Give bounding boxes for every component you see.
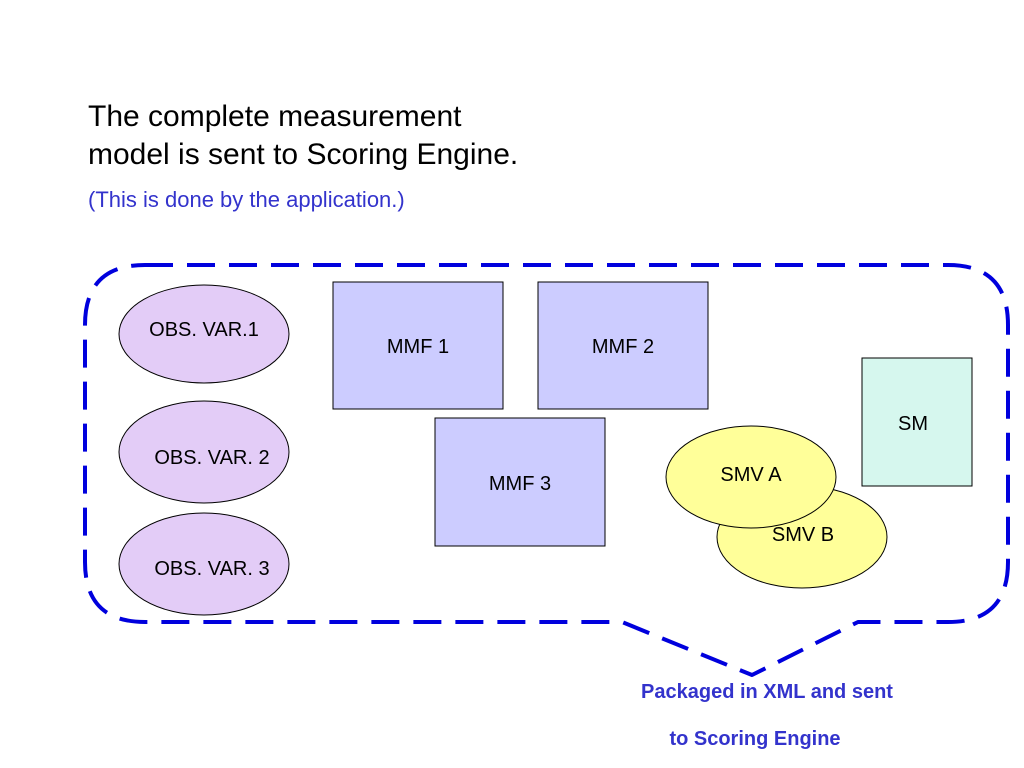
mmf-3-node: MMF 3 (434, 417, 606, 547)
heading-line-2: model is sent to Scoring Engine. (88, 138, 519, 171)
smv-a-label: SMV A (720, 464, 782, 486)
obs-var-1-label: OBS. VAR.1 (149, 319, 259, 341)
mmf-1-node: MMF 1 (332, 281, 504, 410)
caption-line-2: to Scoring Engine (669, 728, 841, 750)
obs-var-3-node: OBS. VAR. 3 (118, 512, 290, 616)
obs-var-2-label: OBS. VAR. 2 (154, 447, 269, 469)
mmf-3-label: MMF 3 (489, 473, 551, 495)
sm-node: SM (861, 357, 973, 487)
smv-a-node: SMV A (665, 425, 837, 529)
mmf-2-node: MMF 2 (537, 281, 709, 410)
heading-line-1: The complete measurement (88, 100, 462, 133)
smv-b-label: SMV B (772, 524, 834, 546)
obs-var-1-node: OBS. VAR.1 (118, 284, 290, 384)
slide-heading: The complete measurement model is sent t… (88, 98, 648, 174)
callout-border (83, 263, 1010, 677)
caption-line-1: Packaged in XML and sent (641, 681, 893, 703)
obs-var-3-label: OBS. VAR. 3 (154, 558, 269, 580)
mmf-1-label: MMF 1 (387, 336, 449, 358)
slide-subheading: (This is done by the application.) (88, 187, 405, 212)
obs-var-2-node: OBS. VAR. 2 (118, 400, 290, 504)
sm-label: SM (898, 413, 928, 435)
mmf-2-label: MMF 2 (592, 336, 654, 358)
